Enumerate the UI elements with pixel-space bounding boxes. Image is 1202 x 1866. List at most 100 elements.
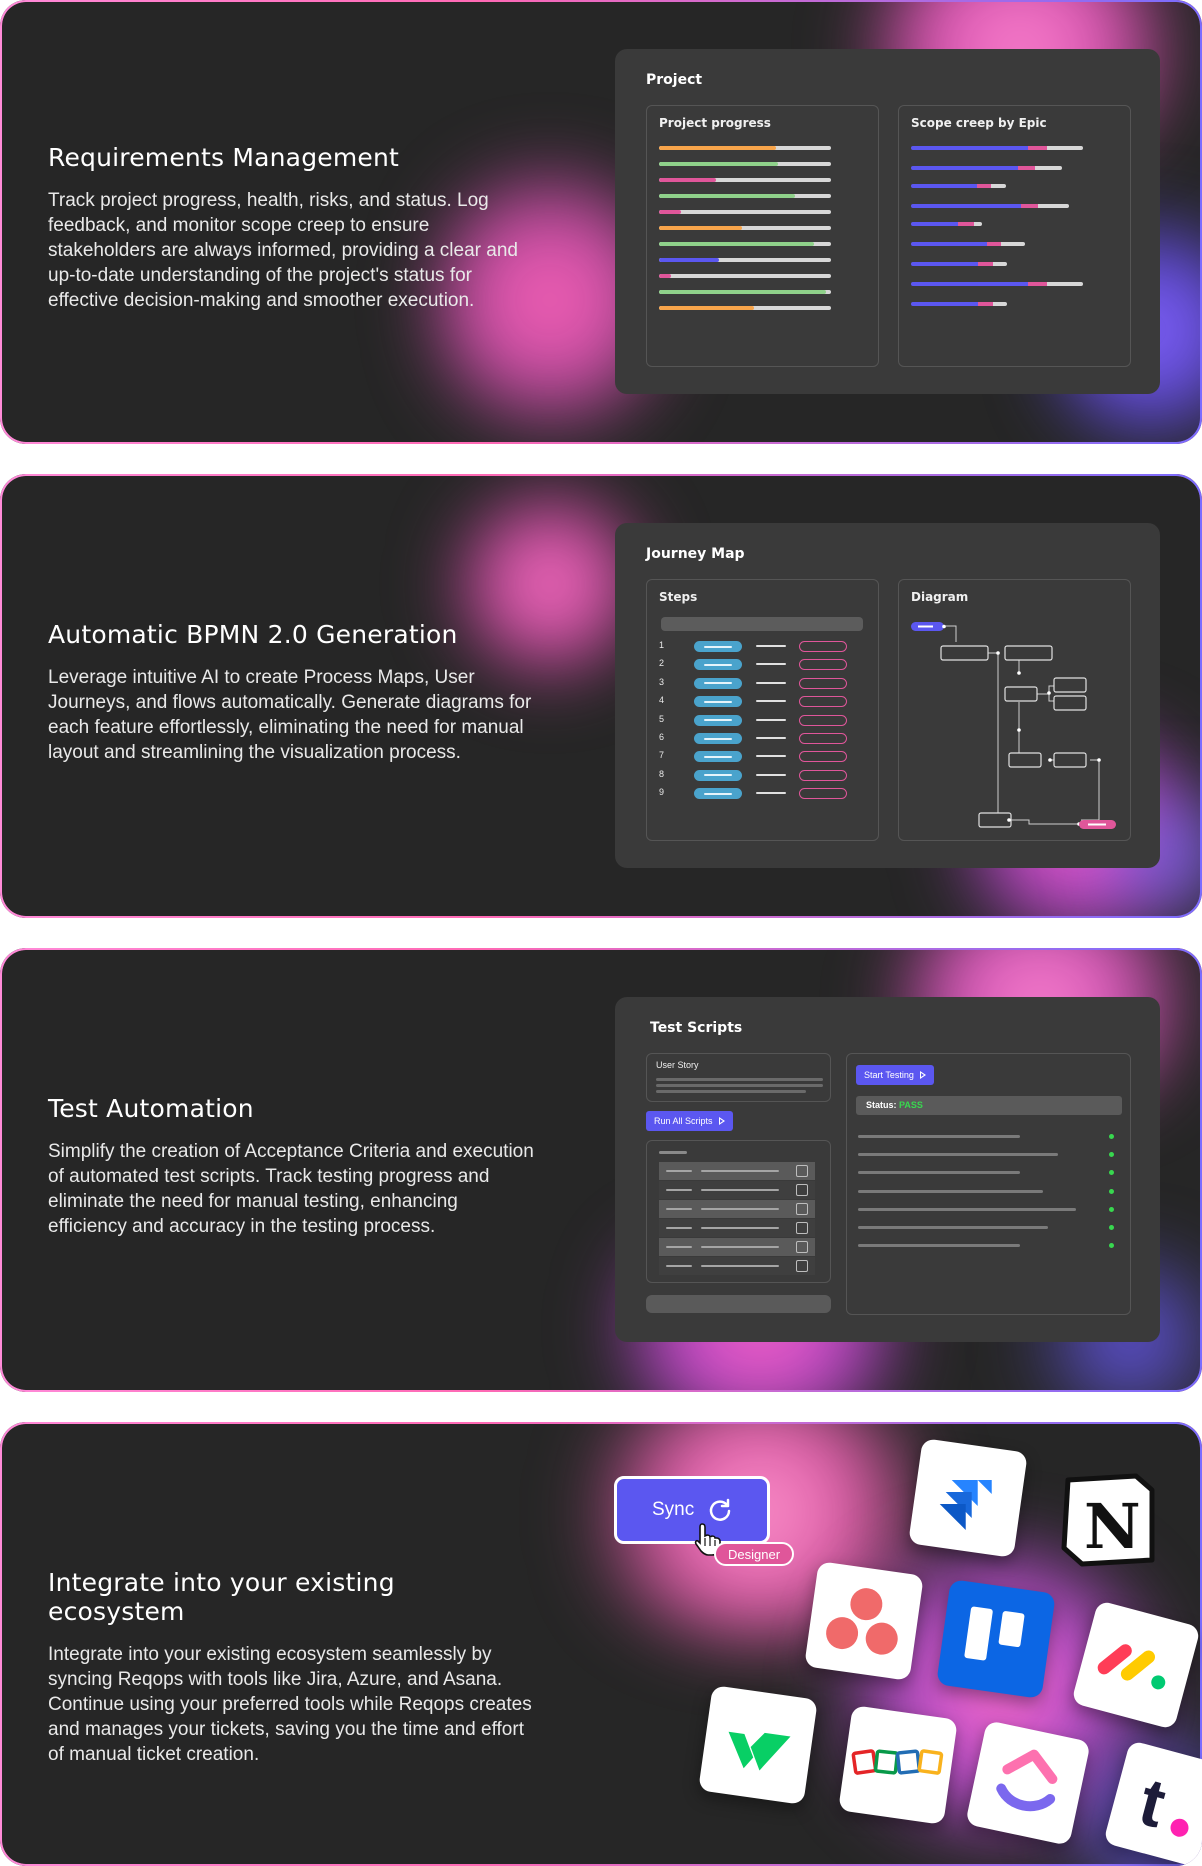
project-progress-card: Project progress [646,105,879,367]
step-row[interactable]: 6 [659,732,859,746]
integrations-text: Integrate into your existing ecosystem I… [48,1568,538,1767]
monday-icon[interactable] [1071,1600,1201,1730]
table-cell-line [701,1265,779,1267]
section-title: Test Automation [48,1094,254,1123]
progress-bar-fill [659,162,778,166]
scope-creep-segment-base [911,184,977,188]
step-output-pill [799,659,847,671]
scope-creep-segment-rest [992,262,1008,266]
row-checkbox[interactable] [796,1165,808,1177]
scope-creep-bar [911,166,1063,170]
scope-creep-bar [911,242,1025,246]
scope-creep-bar [911,282,1083,286]
panel-title: Journey Map [646,546,745,562]
step-row[interactable]: 2 [659,658,859,672]
section-title: Requirements Management [48,143,400,172]
progress-bar [659,162,831,166]
step-row[interactable]: 5 [659,714,859,728]
designer-label: Designer [728,1547,781,1562]
scope-creep-bar [911,302,1008,306]
table-header-line [659,1151,687,1154]
svg-text:t: t [1132,1763,1174,1842]
progress-bar-fill [659,242,814,246]
wrike-icon[interactable] [698,1685,818,1805]
step-output-pill [799,677,847,689]
step-action-pill [694,751,742,763]
row-checkbox[interactable] [796,1203,808,1215]
clickup-icon[interactable] [965,1720,1091,1846]
step-output-pill [799,769,847,781]
row-checkbox[interactable] [796,1260,808,1272]
step-row[interactable]: 1 [659,640,859,654]
progress-bar [659,178,831,182]
table-row[interactable] [659,1257,815,1275]
step-connector [756,718,786,721]
table-row[interactable] [659,1162,815,1180]
step-number: 8 [659,768,665,779]
table-cell-line [701,1189,779,1191]
pass-status-dot [1109,1206,1114,1212]
project-progress-title: Project progress [659,116,771,130]
user-story-label: User Story [656,1060,699,1070]
start-testing-button[interactable]: Start Testing [856,1065,934,1085]
table-row[interactable] [659,1200,815,1218]
row-checkbox[interactable] [796,1222,808,1234]
zoho-icon[interactable] [838,1705,958,1825]
asana-icon[interactable] [804,1561,924,1681]
step-output-pill [799,751,847,763]
play-icon [718,1117,725,1125]
run-all-scripts-button[interactable]: Run All Scripts [646,1111,733,1131]
test-result-line [858,1153,1058,1157]
table-cell-line [701,1246,779,1248]
step-row[interactable]: 3 [659,677,859,691]
status-bar: Status: PASS [856,1096,1122,1115]
step-connector [756,663,786,666]
scripts-footer-bar [646,1295,831,1313]
svg-text:N: N [1084,1490,1141,1563]
user-story-line [656,1090,806,1093]
table-cell-line [701,1227,779,1229]
test-result-line [858,1226,1048,1229]
table-row[interactable] [659,1219,815,1237]
test-automation-text: Test Automation Simplify the creation of… [48,1094,538,1239]
user-story-card: User Story [646,1053,831,1102]
row-checkbox[interactable] [796,1184,808,1196]
table-cell-line [666,1227,692,1229]
notion-icon[interactable]: N [1048,1460,1168,1580]
pass-status-dot [1109,1188,1114,1194]
step-number: 4 [659,695,665,706]
section-description: Track project progress, health, risks, a… [48,190,518,311]
pass-status-dot [1109,1170,1114,1176]
step-row[interactable]: 9 [659,787,859,801]
section-title: Integrate into your existing ecosystem [48,1568,395,1626]
step-row[interactable]: 4 [659,695,859,709]
jira-icon[interactable] [908,1438,1028,1558]
scope-creep-bar [911,262,1008,266]
table-row[interactable] [659,1181,815,1199]
scope-creep-segment-rest [991,184,1006,188]
step-number: 5 [659,713,665,724]
step-row[interactable]: 7 [659,750,859,764]
step-output-pill [799,714,847,726]
progress-bar-fill [659,178,716,182]
row-checkbox[interactable] [796,1241,808,1253]
bpmn-generation-card: Automatic BPMN 2.0 Generation Leverage i… [0,474,1202,918]
step-connector [756,792,786,795]
scope-creep-segment-base [911,282,1028,286]
step-row[interactable]: 8 [659,769,859,783]
step-connector [756,681,786,684]
trello-icon[interactable] [936,1579,1056,1699]
progress-bar-fill [659,146,776,150]
table-row[interactable] [659,1238,815,1256]
scope-creep-bar [911,222,982,226]
status-value: PASS [899,1100,923,1110]
section-title: Automatic BPMN 2.0 Generation [48,620,458,649]
sync-button[interactable]: Sync [614,1476,770,1544]
scope-creep-segment-base [911,242,988,246]
scope-creep-segment-rest [992,302,1008,306]
teamwork-icon[interactable]: t [1103,1740,1202,1866]
progress-bar-fill [659,290,826,294]
pass-status-dot [1109,1134,1114,1139]
